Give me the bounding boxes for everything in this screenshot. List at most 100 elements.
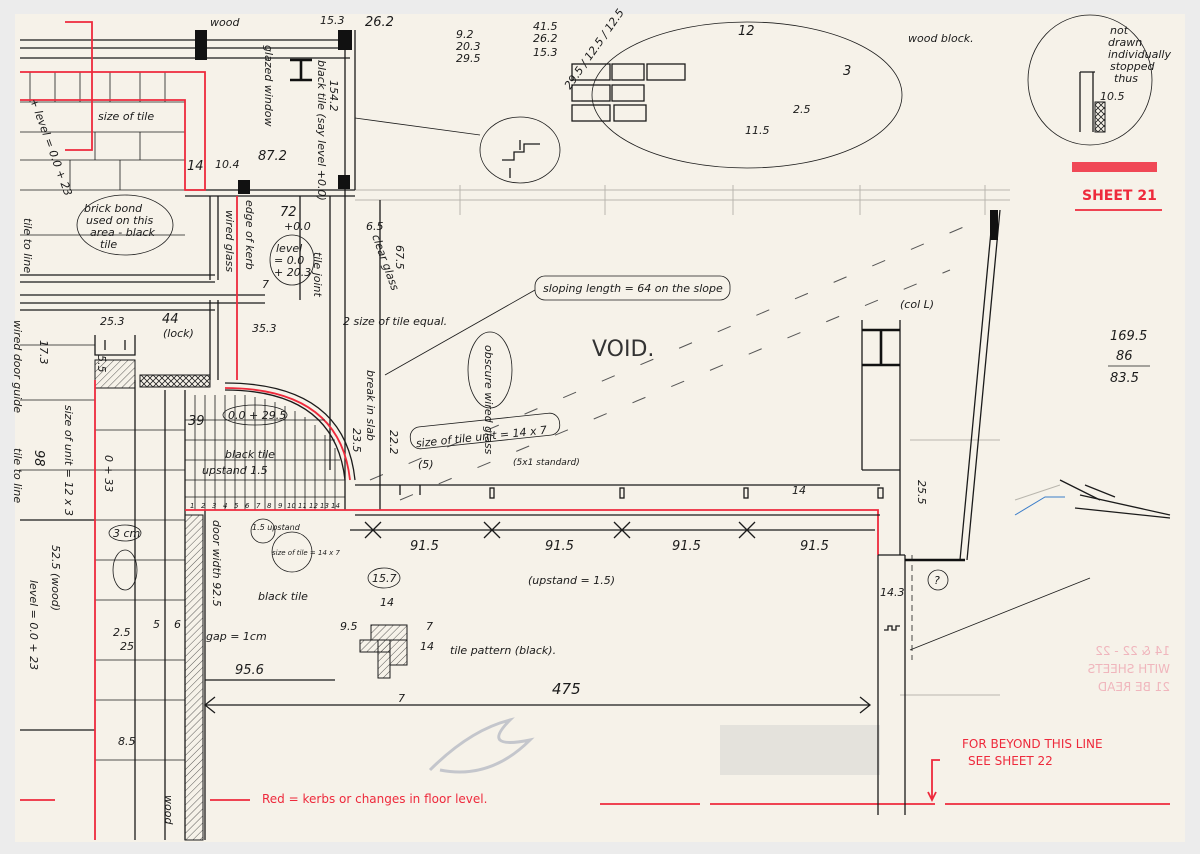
calc-2b: 26.2 [533, 32, 558, 45]
tile-number: 1 [190, 502, 194, 510]
calc-right-1: 169.5 [1110, 329, 1147, 344]
scribbled-out-text [1072, 162, 1157, 172]
dim-8-5: 8.5 [118, 735, 136, 748]
wood-bottom: wood [162, 795, 175, 825]
dim-2-5: 2.5 [113, 626, 131, 639]
not-drawn-2: drawn [1108, 36, 1142, 49]
gap-1cm: gap = 1cm [206, 630, 267, 643]
tile-to-line: tile to line [21, 218, 34, 273]
not-drawn-1: not [1110, 24, 1129, 37]
level-20-3-b: = 0.0 [274, 254, 304, 267]
left-plan-grid [20, 30, 381, 841]
dim-91-5-3: 91.5 [672, 539, 701, 554]
dim-39: 39 [188, 414, 205, 429]
sheet-number: SHEET 21 [1082, 188, 1157, 204]
tile-pattern-14-right: 14 [420, 640, 434, 653]
tile-to-line-left: tile to line [11, 448, 24, 503]
tile-numbers: 1 2 3 4 5 6 7 8 9 10 11 12 13 14 [190, 502, 340, 510]
calc-right-2: 86 [1116, 349, 1133, 364]
edge-of-kerb: edge of kerb [243, 200, 256, 270]
tile-number: 14 [331, 502, 340, 510]
calc-2a: 41.5 [533, 20, 558, 33]
dim-25-3: 25.3 [100, 315, 125, 328]
door-width: door width 92.5 [210, 520, 223, 607]
beyond-line-2: SEE SHEET 22 [968, 754, 1053, 768]
dim-25-5: 25.5 [915, 480, 928, 505]
upstand-1-5: upstand 1.5 [202, 464, 268, 477]
level-0-33: 0 + 33 [102, 455, 115, 492]
dim-23-5: 23.5 [350, 428, 363, 453]
level-29-5: 0.0 + 29.5 [228, 409, 286, 422]
dimension-lines [203, 484, 884, 714]
wood-block-2-5: 2.5 [793, 103, 811, 116]
dim-15-3: 15.3 [320, 14, 345, 27]
tile-pattern-7-right: 7 [426, 620, 433, 633]
dim-3cm: 3 cm [113, 527, 140, 540]
label-wood: wood [210, 16, 240, 29]
wood-block-12: 12 [738, 24, 755, 39]
dim-91-5-4: 91.5 [800, 539, 829, 554]
dim-52-5: 52.5 (wood) [49, 545, 62, 611]
tile-number: 6 [245, 502, 250, 510]
tile-pattern-7-bottom: 7 [398, 692, 405, 705]
calc-1c: 29.5 [456, 52, 481, 65]
dim-67-5: 67.5 [393, 245, 406, 270]
ghost-line: 14 & 22 - 22 [1095, 644, 1170, 658]
tile-number: 8 [267, 502, 272, 510]
tile-number: 12 [309, 502, 318, 510]
tile-pattern-detail [359, 624, 408, 679]
paper [15, 14, 1185, 842]
pencil-construction-lines [355, 185, 1061, 775]
dim-87-2: 87.2 [258, 149, 287, 164]
brick-bond-1: brick bond [84, 202, 143, 215]
dim-26-2: 26.2 [365, 15, 394, 30]
dim-6: 6 [174, 618, 181, 631]
ghost-line: 21 BE READ [1098, 680, 1170, 694]
ghost-line: WITH SHEETS [1088, 662, 1170, 676]
size-grid: size of tile = 14 x 7 [272, 549, 341, 557]
tile-joint: tile joint [311, 252, 324, 298]
question-mark: ? [934, 574, 940, 587]
brick-bond-2: used on this [86, 214, 153, 227]
tile-number: 10 [287, 502, 296, 510]
tile-pattern-label: tile pattern (black). [450, 644, 556, 657]
black-tile-2: black tile [258, 590, 308, 603]
roof-slope-dashes [369, 219, 981, 501]
wired-glass-small: wired glass [223, 210, 236, 272]
not-drawn-4: stopped [1110, 60, 1156, 73]
dim-5: (5) [418, 458, 434, 471]
wood-block-11-5: 11.5 [745, 124, 770, 137]
dim-44: 44 [162, 312, 179, 327]
dim-91-5-1: 91.5 [410, 539, 439, 554]
sloping-length: sloping length = 64 on the slope [543, 282, 723, 295]
dim-72: 72 [280, 205, 297, 220]
level-0: +0.0 [284, 220, 311, 233]
black-tile-say: black tile (say level +0.0) [315, 60, 328, 201]
wood-block-label: wood block. [908, 32, 974, 45]
dim-154-2: 154.2 [327, 80, 340, 112]
lock: (lock) [163, 327, 194, 340]
dim-15-7: 15.7 [372, 572, 397, 585]
tile-number: 4 [223, 502, 227, 510]
tile-number: 13 [320, 502, 329, 510]
black-tile-1: black tile [225, 448, 275, 461]
tile-number: 2 [201, 502, 206, 510]
red-legend: Red = kerbs or changes in floor level. [262, 792, 487, 806]
dim-10-5: 10.5 [1100, 90, 1125, 103]
level-20-3-a: level [276, 242, 302, 255]
dim-17-3: 17.3 [37, 340, 50, 365]
tile-number: 5 [234, 502, 239, 510]
right-wall-section [861, 209, 1171, 815]
glazed-window: glazed window [262, 45, 275, 127]
calc-right-3: 83.5 [1110, 371, 1139, 386]
dim-10-4: 10.4 [215, 158, 240, 171]
show-through-text: 14 & 22 - 22 WITH SHEETS 21 BE READ [1088, 644, 1170, 694]
calc-1a: 9.2 [456, 28, 474, 41]
brick-bond-4: tile [100, 238, 117, 251]
dim-475: 475 [552, 680, 581, 698]
dim-14: 14 [187, 159, 204, 174]
tile-number: 9 [278, 502, 283, 510]
wired-door-guide: wired door guide [11, 320, 24, 413]
standard: (5x1 standard) [513, 458, 580, 468]
